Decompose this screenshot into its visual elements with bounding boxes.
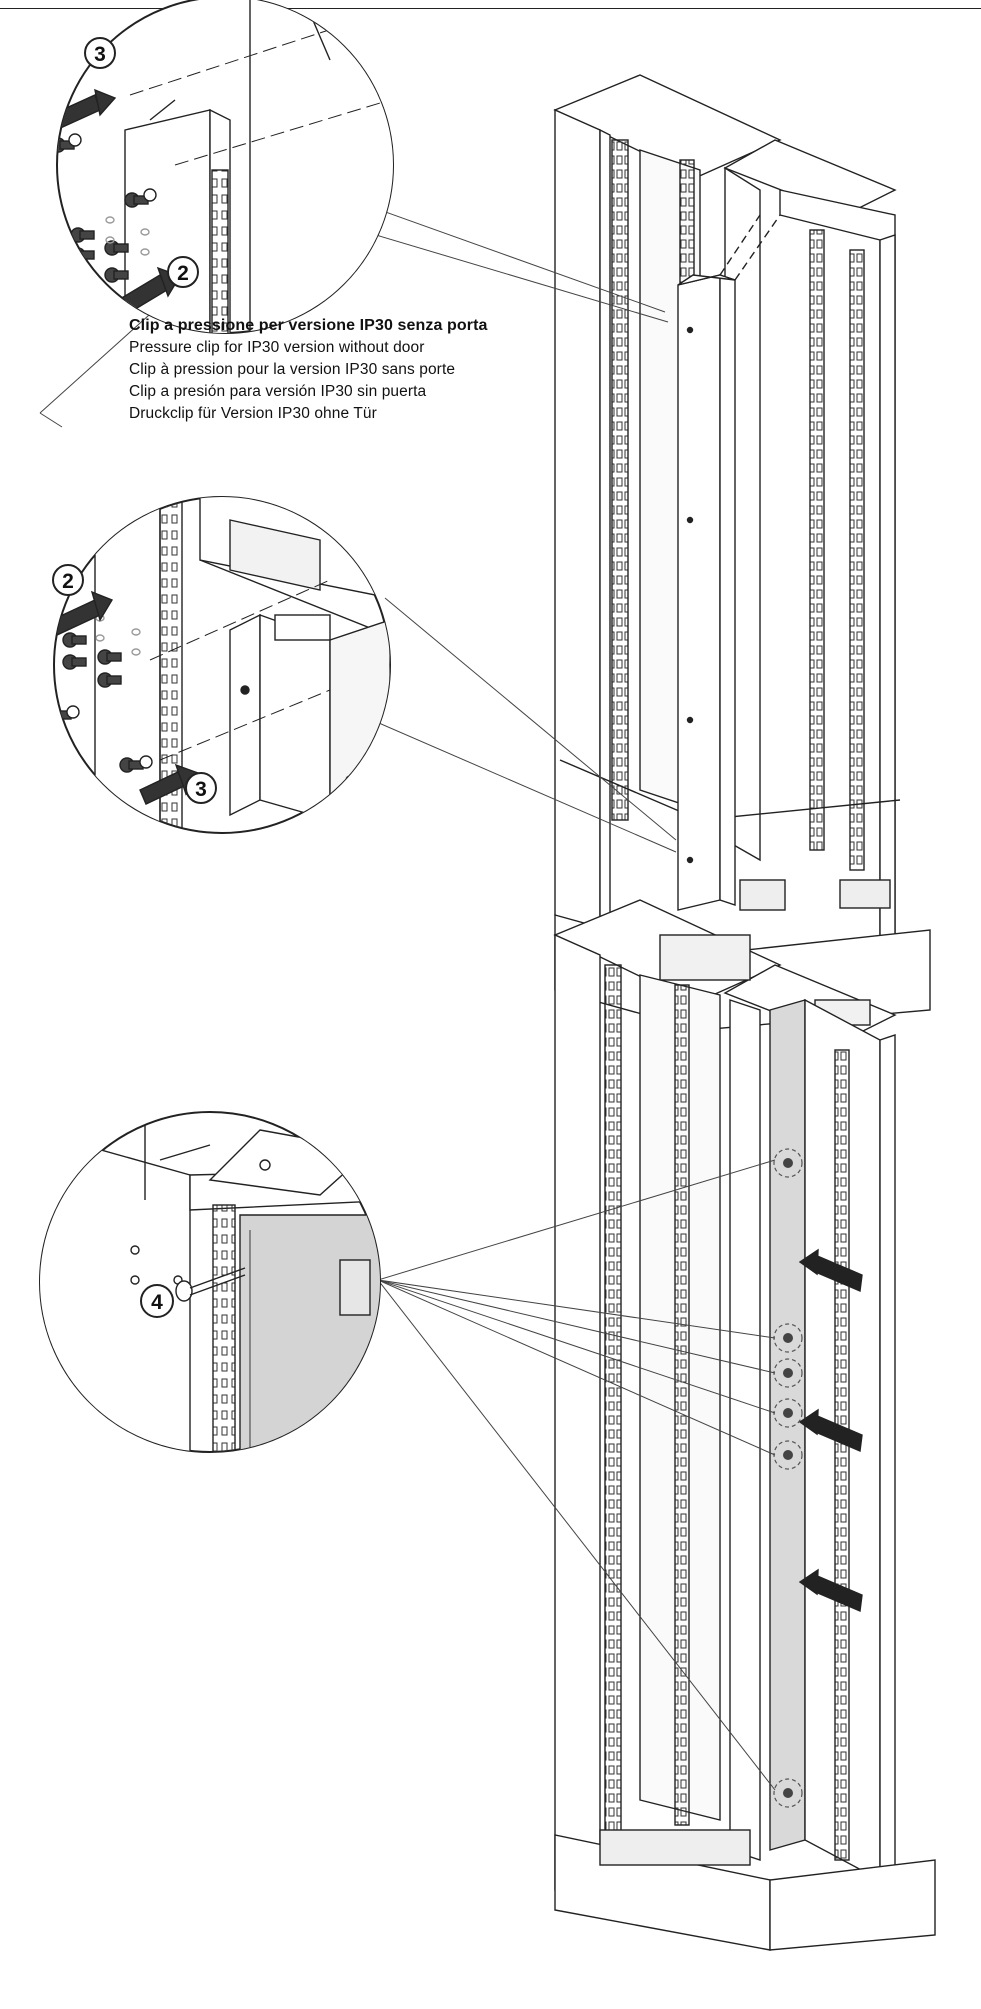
caption-block: Clip a pressione per versione IP30 senza…: [129, 315, 488, 425]
leader-lines-bottom: [377, 1159, 776, 1791]
top-rule: [0, 8, 981, 9]
caption-french: Clip à pression pour la version IP30 san…: [129, 361, 456, 378]
step-badge-2-mid: 2: [62, 570, 74, 593]
leader-lines-top: [39, 209, 677, 853]
step-badge-2-top: 2: [177, 262, 189, 285]
caption-english: Pressure clip for IP30 version without d…: [129, 339, 425, 356]
magnifier-top-lower: 2 3: [52, 496, 391, 834]
cabinet-top: [553, 74, 931, 1031]
magnifier-bottom: 4: [39, 1111, 381, 1453]
step-badge-4: 4: [151, 1291, 163, 1314]
step-badge-3-mid: 3: [195, 778, 207, 801]
caption-german: Druckclip für Version IP30 ohne Tür: [129, 405, 377, 422]
caption-italian: Clip a pressione per versione IP30 senza…: [129, 317, 488, 334]
cabinet-bottom: [553, 899, 936, 1951]
caption-spanish: Clip a presión para versión IP30 sin pue…: [129, 383, 427, 400]
step-badge-3-top: 3: [94, 43, 106, 66]
